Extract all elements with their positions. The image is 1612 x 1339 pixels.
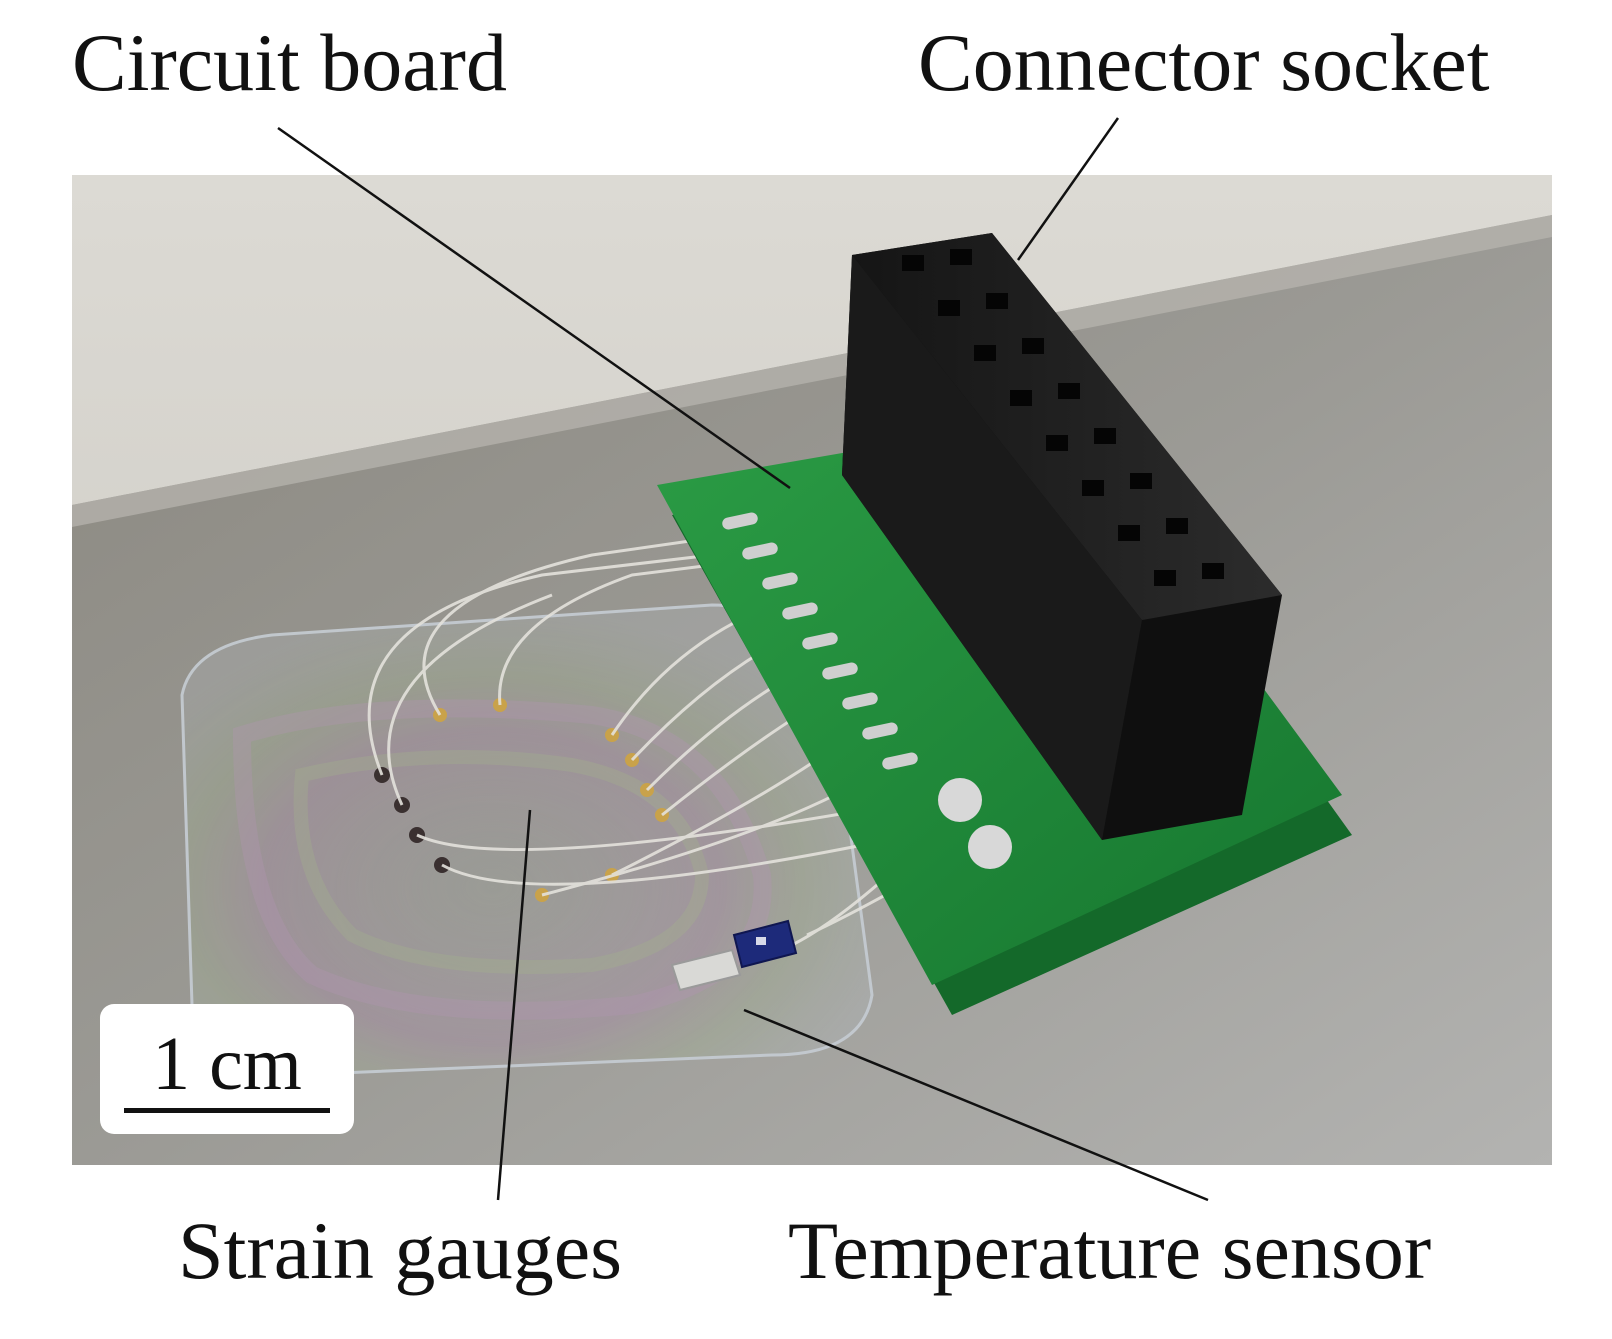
connector-socket — [842, 233, 1282, 840]
circuit-board-shape — [657, 415, 1342, 985]
label-connector-socket: Connector socket — [918, 17, 1490, 108]
label-strain-gauges: Strain gauges — [178, 1205, 623, 1296]
temperature-sensor — [670, 919, 798, 992]
label-circuit-board: Circuit board — [72, 17, 507, 108]
solder-pads — [722, 512, 1012, 869]
scale-bar-label: 1 cm — [152, 1022, 302, 1106]
lead-wires — [367, 533, 973, 947]
scale-bar: 1 cm — [100, 1004, 354, 1134]
scale-bar-line — [124, 1108, 330, 1113]
label-temperature-sensor: Temperature sensor — [788, 1205, 1432, 1296]
